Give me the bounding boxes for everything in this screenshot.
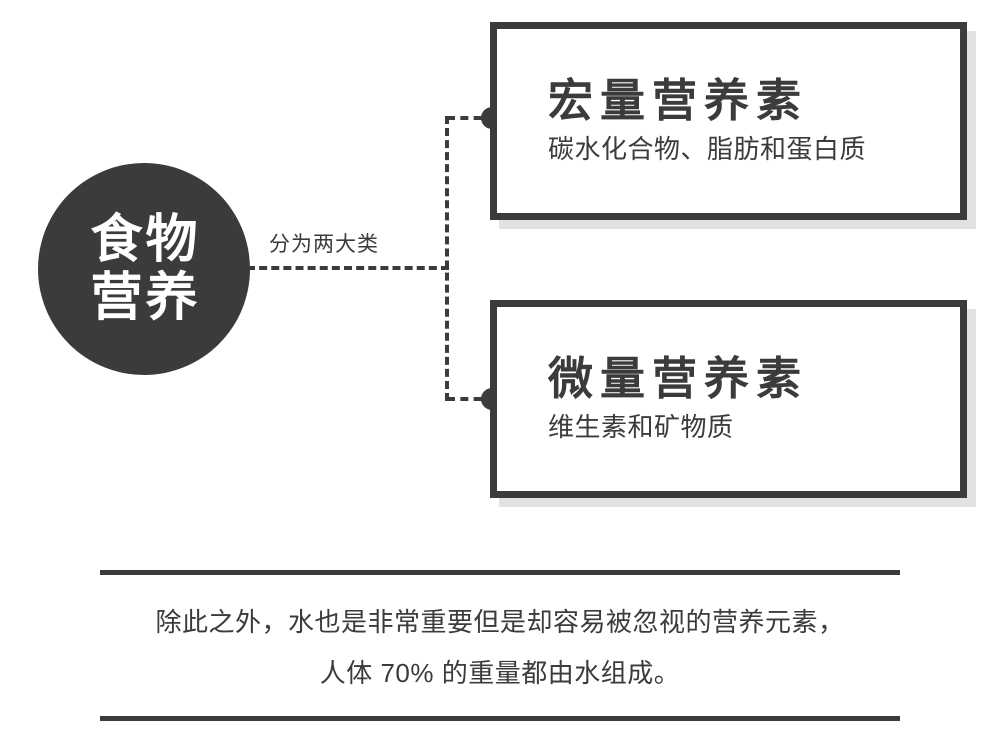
footer-rule-bottom — [100, 716, 900, 722]
connector-vertical-trunk — [445, 116, 449, 401]
footer-note-line-1: 除此之外，水也是非常重要但是却容易被忽视的营养元素， — [155, 607, 845, 637]
connector-branch-bottom-horizontal — [447, 397, 495, 401]
branch-card-micronutrients: 微量营养素 维生素和矿物质 — [490, 300, 967, 498]
branch-card-macronutrients: 宏量营养素 碳水化合物、脂肪和蛋白质 — [490, 22, 967, 220]
root-node-line-2: 营养 — [90, 269, 201, 327]
branch-card-micronutrients-title: 微量营养素 — [548, 353, 809, 405]
footer-note-body: 除此之外，水也是非常重要但是却容易被忽视的营养元素， 人体 70% 的重量都由水… — [100, 575, 900, 716]
branch-card-macronutrients-subtitle: 碳水化合物、脂肪和蛋白质 — [548, 134, 867, 165]
footer-rule-top — [100, 570, 900, 575]
connector-main-horizontal — [247, 266, 449, 270]
connector-branch-top-horizontal — [447, 116, 495, 120]
branch-card-micronutrients-subtitle: 维生素和矿物质 — [548, 412, 734, 443]
connector-label: 分为两大类 — [269, 233, 379, 256]
footer-note: 除此之外，水也是非常重要但是却容易被忽视的营养元素， 人体 70% 的重量都由水… — [100, 570, 900, 722]
branch-card-micronutrients-content: 微量营养素 维生素和矿物质 — [548, 353, 942, 444]
root-node-food-nutrition: 食物 营养 — [38, 163, 250, 375]
footer-note-line-2: 人体 70% 的重量都由水组成。 — [319, 657, 681, 688]
branch-card-macronutrients-title: 宏量营养素 — [548, 75, 809, 127]
branch-card-macronutrients-content: 宏量营养素 碳水化合物、脂肪和蛋白质 — [548, 75, 942, 166]
root-node-line-1: 食物 — [90, 210, 201, 269]
